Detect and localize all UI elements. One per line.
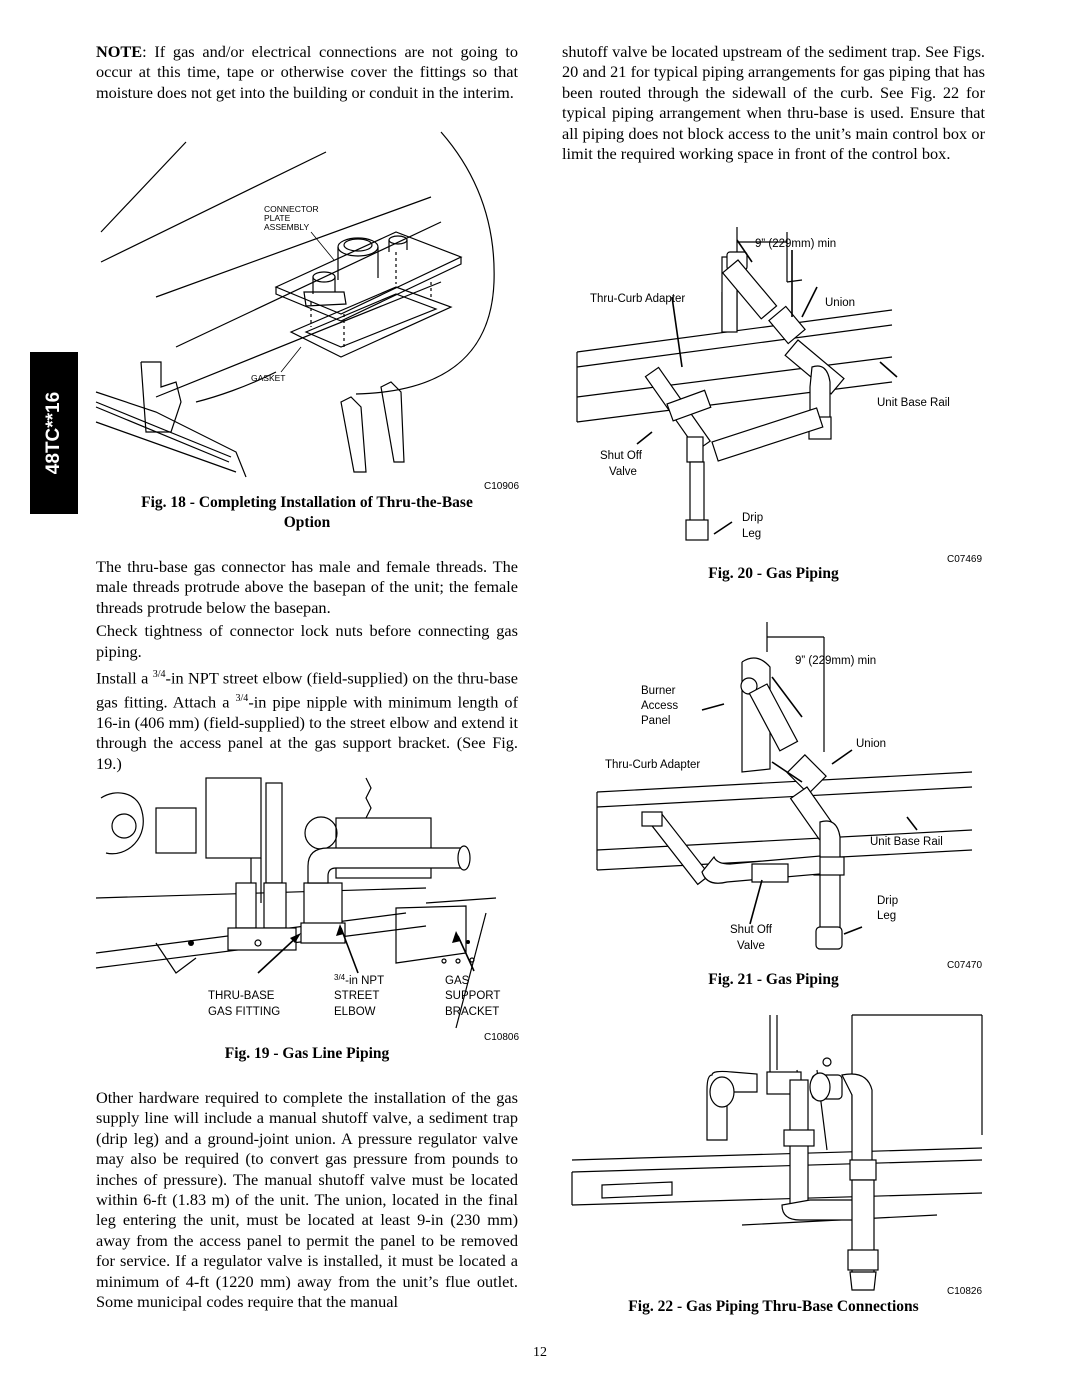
fig20-label-min: 9” (229mm) min <box>755 238 836 250</box>
fig18-caption-line1: Fig. 18 - Completing Installation of Thr… <box>141 494 473 511</box>
fig21-label-burner-3: Panel <box>641 715 670 727</box>
side-tab-label: 48TC**16 <box>43 391 64 475</box>
fig19-gas-line-drawing: THRU-BASE GAS FITTING 3/4-in NPT STREET … <box>95 777 500 1029</box>
fig21-label-drip-1: Drip <box>877 895 898 907</box>
fig18-label-connector-1: CONNECTOR <box>264 204 319 214</box>
para-shutoff-continued: shutoff valve be located upstream of the… <box>562 42 985 164</box>
fig20-label-drip-2: Leg <box>742 528 761 540</box>
fig18-label-gasket: GASKET <box>251 373 285 383</box>
fig18-label-connector-2: PLATE <box>264 213 291 223</box>
para-install-c: -in pipe nipple with minimum length of 1… <box>96 692 518 773</box>
left-body-text: The thru-base gas connector has male and… <box>96 557 518 774</box>
para-threads: The thru-base gas connector has male and… <box>96 557 518 617</box>
fig18-caption: Fig. 18 - Completing Installation of Thr… <box>96 494 518 532</box>
right-body-text: shutoff valve be located upstream of the… <box>562 42 985 164</box>
fig20-label-drip-1: Drip <box>742 512 763 524</box>
fig19-label-thru-1: THRU-BASE <box>208 990 275 1002</box>
fig21-label-shutoff-2: Valve <box>737 940 765 952</box>
fig21-caption: Fig. 21 - Gas Piping <box>708 971 839 988</box>
fig22-thru-base-drawing <box>571 1014 983 1291</box>
fig20-label-shutoff-1: Shut Off <box>600 450 643 462</box>
fig20-label-shutoff-2: Valve <box>609 466 637 478</box>
fig21-label-adapter: Thru-Curb Adapter <box>605 759 700 771</box>
section-side-tab: 48TC**16 <box>30 352 78 514</box>
fig18-caption-line2: Option <box>283 514 331 531</box>
note-text: : If gas and/or electrical connections a… <box>96 42 518 102</box>
para-other-hardware: Other hardware required to complete the … <box>96 1088 518 1312</box>
para-install-b: -in NPT street elbow (field-supplied) on… <box>96 668 518 712</box>
fig19-label-gas-1: GAS <box>445 975 470 987</box>
fig20-label-adapter: Thru-Curb Adapter <box>590 293 685 305</box>
fig19-label-npt-rest: -in NPT <box>345 975 384 987</box>
note-label: NOTE <box>96 42 143 61</box>
note-block: NOTE: If gas and/or electrical connectio… <box>96 42 518 103</box>
fig22-caption: Fig. 22 - Gas Piping Thru-Base Connectio… <box>628 1298 919 1315</box>
fig19-code: C10806 <box>484 1032 520 1043</box>
para-install: Install a 3/4-in NPT street elbow (field… <box>96 665 518 774</box>
fig21-code: C07470 <box>947 960 983 971</box>
fig21-label-drip-2: Leg <box>877 910 896 922</box>
para-install-frac-1: 3/4 <box>152 669 166 681</box>
fig20-code: C07469 <box>947 554 983 565</box>
fig22-code: C10826 <box>947 1286 983 1297</box>
fig20-label-union: Union <box>825 297 855 309</box>
fig18-connector-drawing: CONNECTOR PLATE ASSEMBLY GASKET <box>95 131 495 478</box>
fig18-label-connector-3: ASSEMBLY <box>264 222 310 232</box>
fig21-label-min: 9” (229mm) min <box>795 655 876 667</box>
fig20-gas-piping-drawing: 9” (229mm) min Thru-Curb Adapter Union U… <box>576 227 950 541</box>
para-check: Check tightness of connector lock nuts b… <box>96 621 518 661</box>
fig19-label-gas-3: BRACKET <box>445 1006 499 1018</box>
fig19-label-npt: 3/4-in NPT <box>334 973 384 987</box>
para-install-frac-2: 3/4 <box>235 692 249 704</box>
fig21-label-burner-2: Access <box>641 700 678 712</box>
para-install-a: Install a <box>96 668 153 688</box>
fig21-label-union: Union <box>856 738 886 750</box>
fig20-label-rail: Unit Base Rail <box>877 397 950 409</box>
fig19-label-street-2: ELBOW <box>334 1006 376 1018</box>
para-other-block: Other hardware required to complete the … <box>96 1088 518 1312</box>
fig19-label-street-1: STREET <box>334 990 379 1002</box>
fig20-caption: Fig. 20 - Gas Piping <box>708 565 839 582</box>
fig21-gas-piping-drawing: 9” (229mm) min Burner Access Panel Union… <box>596 622 973 952</box>
fig21-label-rail: Unit Base Rail <box>870 836 943 848</box>
fig21-label-shutoff-1: Shut Off <box>730 924 773 936</box>
fig19-caption: Fig. 19 - Gas Line Piping <box>224 1045 390 1062</box>
fig18-code: C10906 <box>484 481 520 492</box>
fig21-label-burner-1: Burner <box>641 685 676 697</box>
fig19-label-gas-2: SUPPORT <box>445 990 500 1002</box>
fig19-label-npt-frac: 3/4 <box>334 973 346 982</box>
page-number: 12 <box>533 1345 547 1360</box>
fig19-label-thru-2: GAS FITTING <box>208 1006 280 1018</box>
